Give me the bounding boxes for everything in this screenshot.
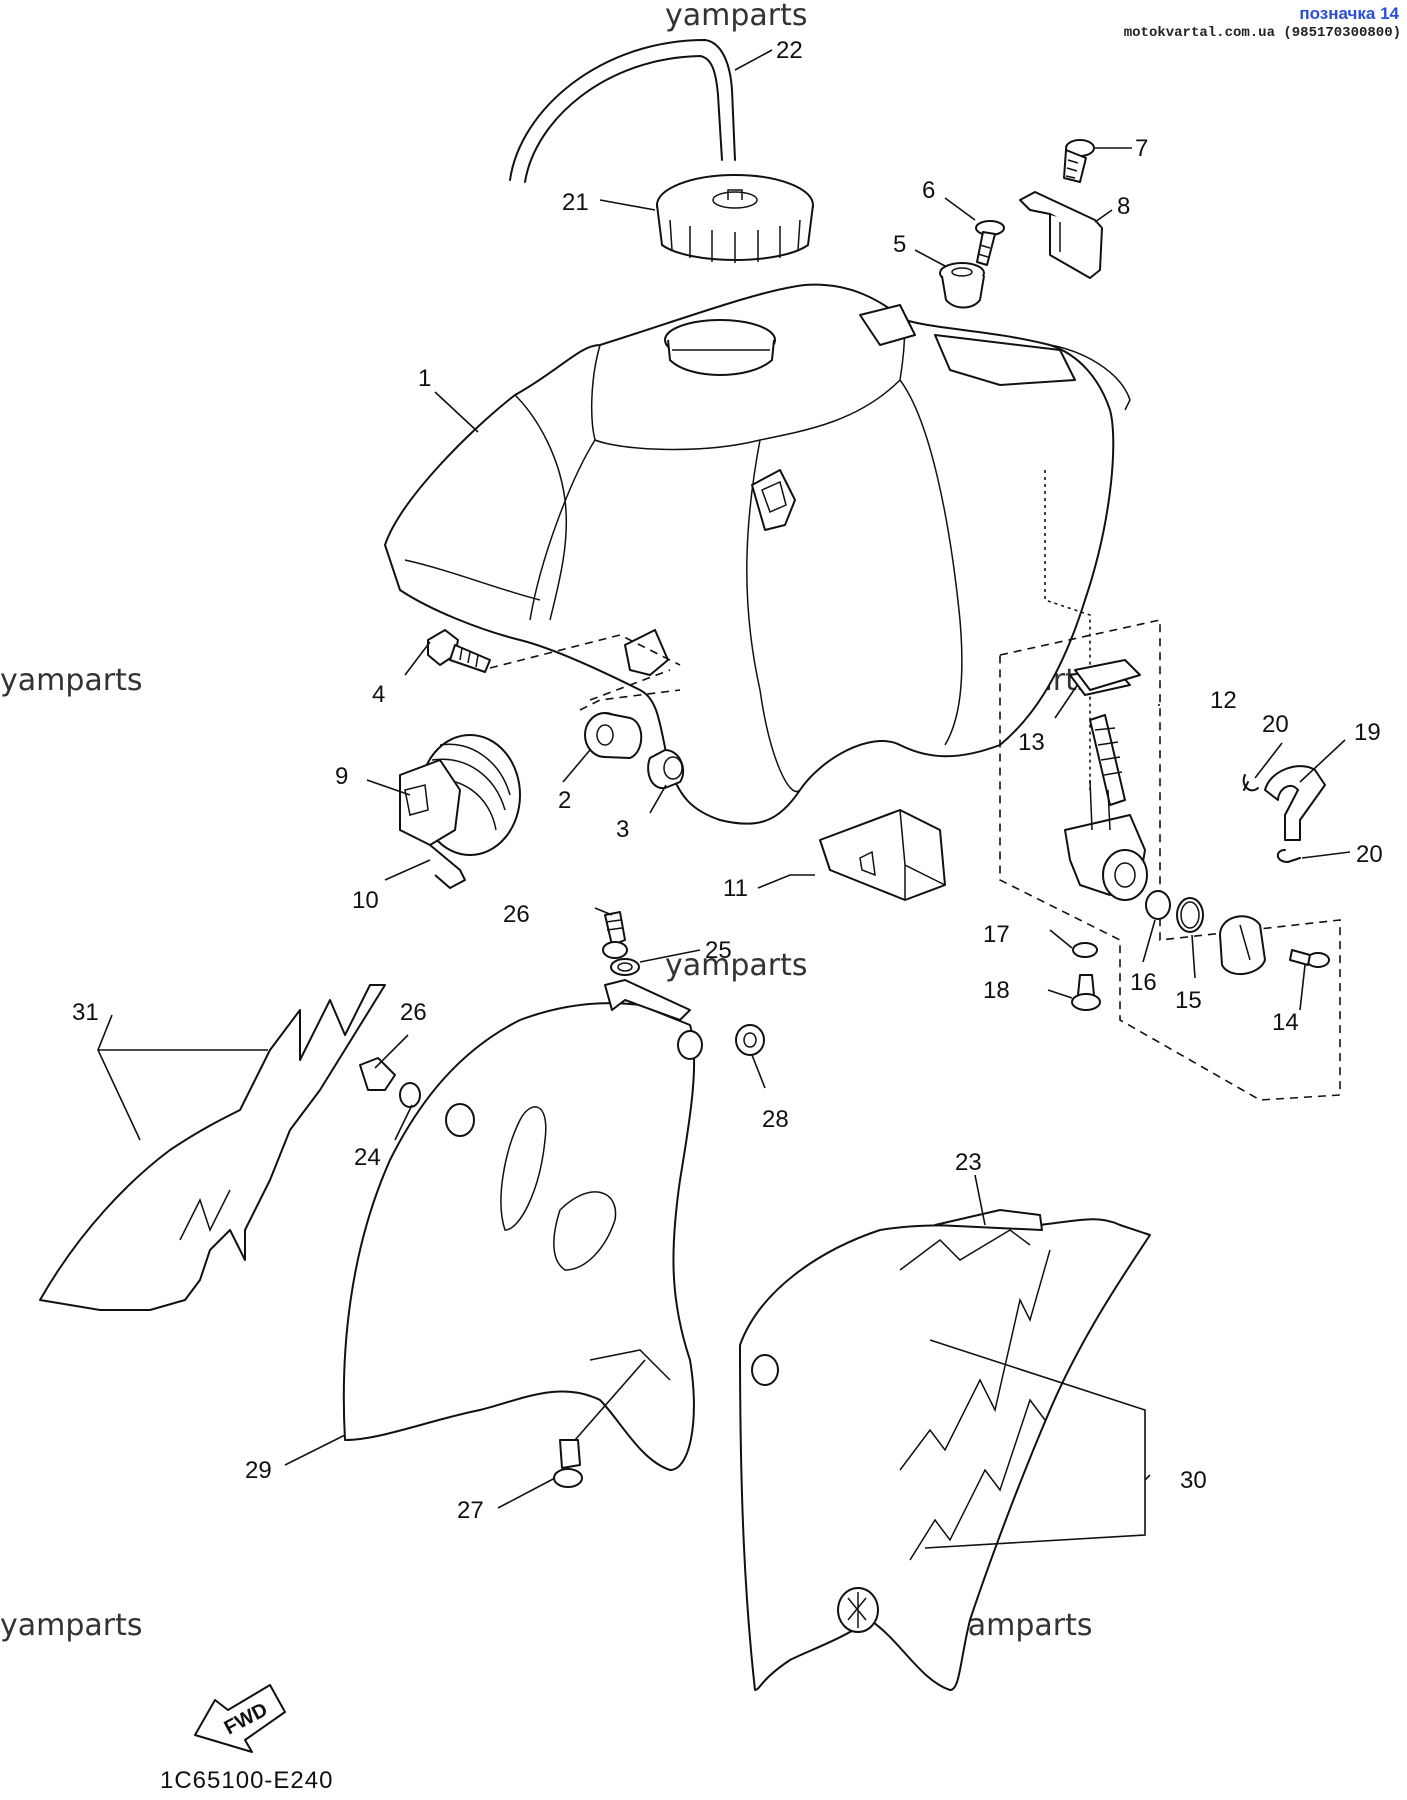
- collar-25: [610, 958, 640, 976]
- screw-14: [1289, 949, 1330, 968]
- lever-14: [1219, 915, 1266, 975]
- callout-20: 20: [1262, 711, 1289, 738]
- rivet-27: [553, 1439, 583, 1488]
- side-cover-29: [342, 979, 703, 1471]
- bolt-4: [427, 629, 491, 673]
- stamp-title: позначка 14: [1299, 4, 1399, 23]
- callout-14: 14: [1272, 1009, 1299, 1036]
- assembly-line: [1044, 470, 1091, 790]
- callout-8: 8: [1117, 193, 1130, 220]
- callout-31: 31: [72, 999, 99, 1026]
- watermark: yamparts: [665, 0, 808, 33]
- callout-26: 26: [400, 999, 427, 1026]
- graphic-31: [39, 984, 386, 1311]
- side-cover-23: [739, 1209, 1151, 1691]
- breather-hose: [509, 39, 736, 183]
- callout-12: 12: [1210, 687, 1237, 714]
- clip-20: [1276, 849, 1301, 863]
- fuel-tank: [384, 283, 1131, 825]
- clip-20: [1242, 774, 1259, 792]
- callout-18: 18: [983, 977, 1010, 1004]
- guard-11: [819, 809, 946, 901]
- assembly-line: [579, 689, 681, 711]
- leader-lines: [97, 49, 1351, 1549]
- o-ring-16: [1145, 890, 1171, 920]
- callout-6: 6: [922, 177, 935, 204]
- stamp-subtitle: motokvartal.com.ua (985170300800): [1123, 25, 1401, 41]
- callout-10: 10: [352, 887, 379, 914]
- callout-21: 21: [562, 189, 589, 216]
- grommet-5: [939, 262, 985, 309]
- watermark: yamparts: [0, 1608, 143, 1643]
- callout-27: 27: [457, 1497, 484, 1524]
- callout-7: 7: [1135, 135, 1148, 162]
- grommet-28: [735, 1024, 765, 1056]
- callout-1: 1: [418, 365, 431, 392]
- assembly-line: [489, 634, 681, 701]
- callout-11: 11: [723, 875, 748, 902]
- watermark: yamparts: [0, 663, 143, 698]
- assembly-box: [999, 619, 1341, 1101]
- callouts: 1 2 3 4 5 6 7 8 9 10 11 12 13 14 15 16 1…: [72, 37, 1383, 1524]
- callout-22: 22: [776, 37, 803, 64]
- callout-4: 4: [372, 681, 385, 708]
- callout-15: 15: [1175, 987, 1202, 1014]
- callout-19: 19: [1354, 719, 1381, 746]
- callout-29: 29: [245, 1457, 272, 1484]
- callout-20: 20: [1356, 841, 1383, 868]
- bolt-26: [602, 911, 628, 959]
- callout-25: 25: [705, 937, 732, 964]
- callout-17: 17: [983, 921, 1010, 948]
- fwd-arrow-icon: FWD: [194, 1684, 286, 1753]
- callout-26: 26: [503, 901, 530, 928]
- bolt-7: [1063, 139, 1095, 183]
- collar-3: [647, 749, 685, 790]
- diagram-code: 1C65100-E240: [160, 1767, 333, 1794]
- collar-24: [399, 1082, 421, 1108]
- grommet-26: [359, 1057, 396, 1091]
- callout-9: 9: [335, 763, 348, 790]
- graphic-30: [899, 1249, 1051, 1561]
- fuel-cock: [1064, 667, 1148, 901]
- screw-18: [1071, 974, 1101, 1011]
- callout-5: 5: [893, 231, 906, 258]
- callout-13: 13: [1018, 729, 1045, 756]
- callout-2: 2: [558, 787, 571, 814]
- washer-17: [1072, 942, 1098, 958]
- watermark: yamparts: [950, 1608, 1093, 1643]
- watermark: yamparts: [665, 948, 808, 983]
- fuel-hose-19: [1264, 765, 1326, 841]
- callout-23: 23: [955, 1149, 982, 1176]
- bracket-8: [1019, 191, 1103, 279]
- callout-28: 28: [762, 1106, 789, 1133]
- fuel-cap: [656, 174, 814, 263]
- callout-30: 30: [1180, 1467, 1207, 1494]
- o-ring-15: [1176, 897, 1204, 933]
- callout-16: 16: [1130, 969, 1157, 996]
- callout-24: 24: [354, 1144, 381, 1171]
- breather-cover: [399, 734, 521, 889]
- callout-3: 3: [616, 816, 629, 843]
- damper-2: [584, 712, 643, 759]
- screw-6: [975, 220, 1005, 266]
- gasket-13: [1074, 659, 1141, 691]
- assembly-line: [574, 1359, 646, 1441]
